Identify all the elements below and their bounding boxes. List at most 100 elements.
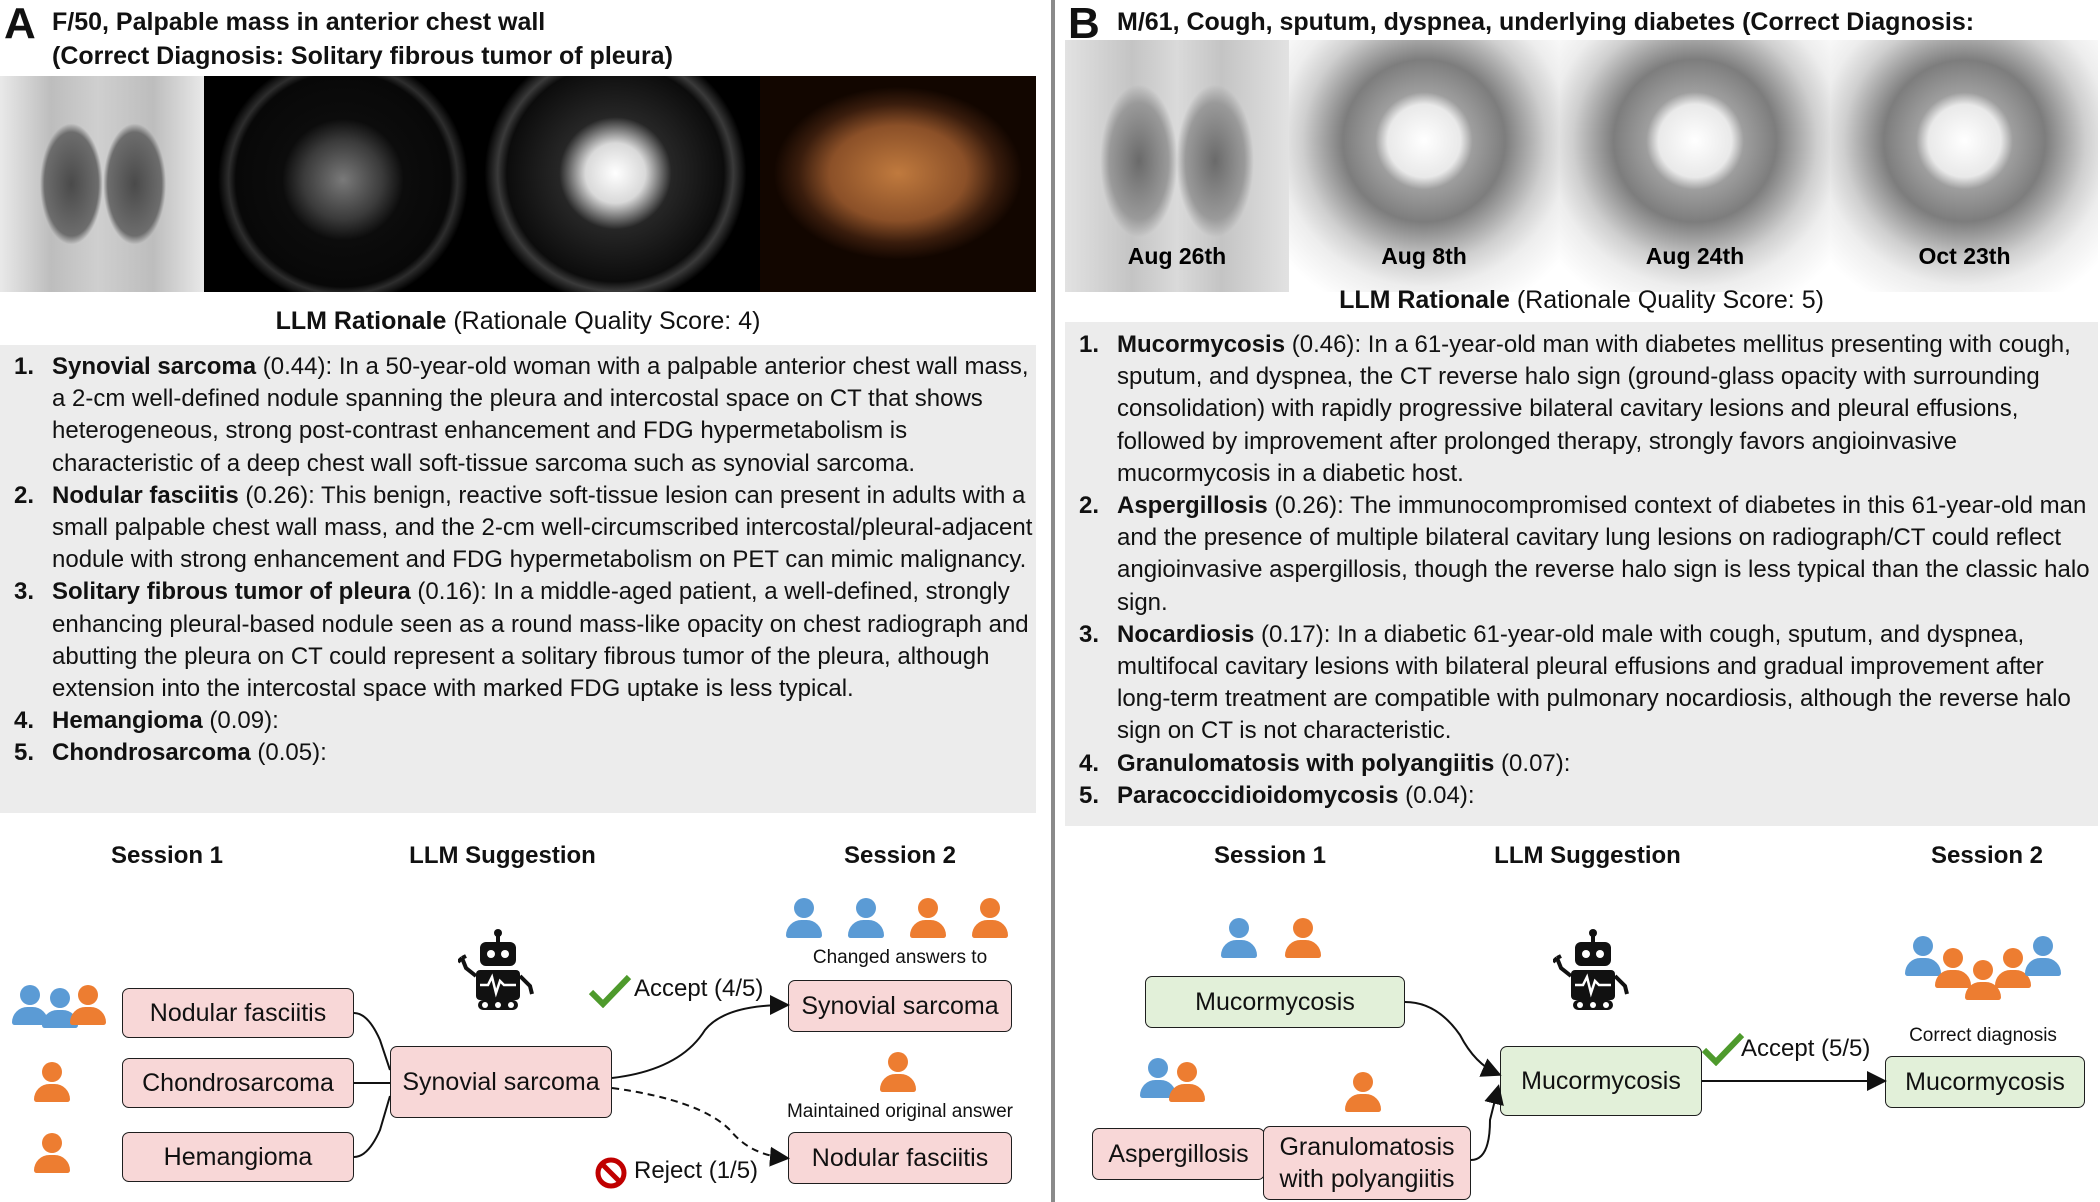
image-caption: Oct 23th — [1918, 243, 2011, 269]
person-icon — [1935, 948, 1971, 988]
s1-answer-box: Granulomatosis with polyangiitis — [1263, 1126, 1471, 1200]
rationale-dx: Chondrosarcoma — [52, 739, 251, 767]
rationale-list: 1. Synovial sarcoma (0.44): In a 50-year-… — [0, 345, 1036, 770]
rationale-num: 5. — [1079, 781, 1100, 809]
person-icon — [848, 898, 884, 938]
ct-image: Oct 23th — [1831, 40, 2098, 292]
rationale-text: : — [1563, 749, 1571, 777]
rationale-num: 1. — [14, 353, 35, 380]
rationale-prob: (0.17) — [1254, 620, 1324, 648]
rationale-heading-bold: LLM Rationale — [275, 307, 447, 335]
case-title-line2: (Correct Diagnosis: Solitary fibrous tum… — [52, 42, 673, 70]
rationale-num: 3. — [1079, 620, 1100, 648]
image-caption: Aug 8th — [1381, 243, 1467, 269]
panel-letter: A — [4, 0, 36, 48]
rationale-dx: Granulomatosis with polyangiitis — [1117, 749, 1495, 777]
rationale-prob: (0.26) — [238, 481, 309, 509]
rationale-list: 1.Mucormycosis (0.46): In a 61-year-old … — [1065, 322, 2098, 812]
rationale-text: : In a 61-year-old man with diabetes mel… — [1117, 331, 2071, 487]
rationale-prob: (0.26) — [1267, 492, 1338, 520]
rationale-heading-bold: LLM Rationale — [1339, 286, 1510, 314]
person-icon — [1221, 918, 1257, 958]
rationale-prob: (0.09) — [202, 707, 273, 735]
ct-image-postcontrast — [482, 76, 760, 292]
s1-answer-box: Hemangioma — [122, 1132, 354, 1182]
rationale-item: 1. Synovial sarcoma (0.44): In a 50-year-… — [0, 351, 1036, 480]
rationale-item: 5. Paracoccidioidomycosis (0.04): — [1065, 780, 2098, 812]
person-icon — [786, 898, 822, 938]
person-icon — [42, 988, 78, 1028]
robot-icon — [458, 929, 534, 1010]
rationale-prob: (0.04) — [1398, 781, 1468, 809]
person-icon — [1995, 948, 2031, 988]
pet-ct-image — [760, 76, 1036, 292]
correct-diagnosis-label: Correct diagnosis — [1909, 1025, 2057, 1046]
panel-divider — [1051, 0, 1055, 1202]
panel-a: A F/50, Palpable mass in anterior chest … — [0, 0, 1036, 1189]
changed-answers-label: Changed answers to — [812, 947, 988, 968]
rationale-box: 1. Synovial sarcoma (0.44): In a 50-year-… — [0, 345, 1036, 813]
rationale-prob: (0.16) — [410, 578, 481, 606]
rationale-item: 3.Nocardiosis (0.17): In a diabetic 61-y… — [1065, 619, 2098, 748]
rationale-item: 4. Hemangioma (0.09): — [0, 705, 1036, 737]
reject-label: Reject (1/5) — [634, 1157, 759, 1184]
rationale-text: : In a 50-year-old woman with a palpable… — [52, 353, 1029, 477]
rationale-text: : — [1467, 781, 1475, 809]
llm-suggestion-box: Mucormycosis — [1500, 1046, 1702, 1116]
check-icon — [1701, 1032, 1745, 1066]
llm-suggestion-box: Synovial sarcoma — [390, 1046, 612, 1118]
rationale-box: 1.Mucormycosis (0.46): In a 61-year-old … — [1065, 322, 2098, 826]
s1-answer-box: Chondrosarcoma — [122, 1058, 354, 1108]
session1-heading: Session 1 — [1213, 842, 1327, 869]
s1-answer-box: Aspergillosis — [1092, 1128, 1265, 1180]
rationale-item: 2. Aspergillosis (0.26): The immunocompro… — [1065, 490, 2098, 619]
accept-label: Accept (4/5) — [634, 975, 764, 1002]
rationale-item: 3.Solitary fibrous tumor of pleura (0.16… — [0, 576, 1036, 705]
llm-suggestion-heading: LLM Suggestion — [409, 842, 596, 869]
person-icon — [12, 985, 48, 1025]
flow-connectors — [1404, 1001, 1887, 1161]
robot-icon — [1553, 929, 1629, 1010]
image-caption: Aug 26th — [1127, 243, 1227, 269]
rationale-prob: (0.44) — [256, 353, 326, 380]
rationale-dx: Solitary fibrous tumor of pleura — [52, 578, 411, 606]
rationale-dx: Paracoccidioidomycosis — [1117, 781, 1399, 809]
prohibited-icon — [595, 1157, 627, 1189]
rationale-prob: (0.46) — [1285, 331, 1355, 358]
panel-b: B M/61, Cough, sputum, dyspnea, underlyi… — [1065, 0, 2100, 1202]
llm-suggestion-heading: LLM Suggestion — [1494, 842, 1681, 869]
final-answer-box: Mucormycosis — [1885, 1056, 2085, 1108]
rationale-dx: Aspergillosis — [1117, 492, 1268, 520]
maintained-answer-label: Maintained original answer — [786, 1101, 1013, 1122]
accepted-answer-box: Synovial sarcoma — [788, 980, 1012, 1032]
person-icon — [910, 898, 946, 938]
rationale-num: 4. — [14, 707, 35, 735]
s1-answer-box: Mucormycosis — [1145, 976, 1405, 1028]
case-title-line1: F/50, Palpable mass in anterior chest wa… — [52, 8, 546, 36]
rationale-dx: Nocardiosis — [1117, 620, 1255, 648]
rationale-heading-rest: (Rationale Quality Score: 4) — [446, 307, 761, 335]
rationale-dx: Hemangioma — [52, 707, 203, 735]
rationale-text: : The immunocompromised context of diabe… — [1117, 492, 2090, 616]
chest-radiograph — [0, 76, 204, 292]
rationale-heading-rest: (Rationale Quality Score: 5) — [1509, 286, 1824, 314]
rationale-item: 5.Chondrosarcoma (0.05): — [0, 737, 1036, 769]
rationale-item: 1.Mucormycosis (0.46): In a 61-year-old … — [1065, 329, 2098, 490]
ct-image: Aug 24th — [1559, 40, 1831, 292]
person-icon — [1345, 1072, 1381, 1112]
rejected-answer-box: Nodular fasciitis — [788, 1132, 1012, 1184]
flow-connectors — [353, 995, 790, 1167]
rationale-heading: LLM Rationale (Rationale Quality Score: … — [1065, 285, 2098, 315]
accept-label: Accept (5/5) — [1741, 1035, 1871, 1062]
rationale-text: : — [272, 707, 279, 735]
image-caption: Aug 24th — [1645, 243, 1745, 269]
check-icon — [588, 974, 632, 1008]
rationale-num: 2. — [14, 481, 35, 509]
person-icon — [972, 898, 1008, 938]
rationale-item: 2.Nodular fasciitis (0.26): This benign,… — [0, 480, 1036, 577]
rationale-prob: (0.05) — [250, 739, 321, 767]
ct-image: Aug 8th — [1289, 40, 1559, 292]
rationale-dx: Nodular fasciitis — [52, 481, 239, 509]
rationale-dx: Synovial sarcoma — [52, 353, 257, 380]
rationale-num: 2. — [1079, 492, 1100, 520]
